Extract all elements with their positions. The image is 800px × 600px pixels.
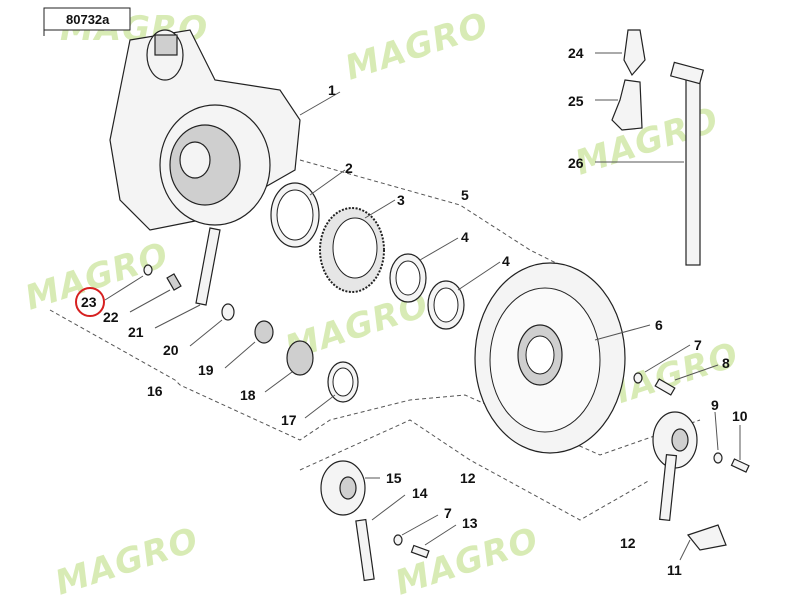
- callout-11: 11: [667, 562, 682, 578]
- callout-8: 8: [722, 355, 730, 371]
- part-ring-23: [104, 264, 153, 301]
- part-disc: [474, 262, 651, 454]
- part-lever-14: [355, 494, 406, 582]
- callout-9: 9: [711, 397, 719, 413]
- part-bushing-18: [264, 340, 314, 393]
- callout-26: 26: [568, 155, 584, 171]
- part-rod-26: [595, 61, 705, 266]
- callout-6: 6: [655, 317, 663, 333]
- callout-3: 3: [397, 192, 405, 208]
- part-seal-17: [304, 361, 359, 419]
- callout-17: 17: [281, 412, 297, 428]
- part-bolt-7-13: [393, 514, 457, 559]
- part-bearing-19: [224, 320, 274, 369]
- reference-code: 80732a: [66, 12, 110, 27]
- callout-25: 25: [568, 93, 584, 109]
- callout-4: 4: [461, 229, 469, 245]
- callout-5: 5: [461, 187, 469, 203]
- watermark: MAGRO: [50, 520, 203, 600]
- callout-7: 7: [444, 505, 452, 521]
- callout-16: 16: [147, 383, 163, 399]
- reference-code-box: 80732a: [43, 7, 131, 36]
- callout-24: 24: [568, 45, 584, 61]
- callout-10: 10: [732, 408, 748, 424]
- part-screw-22: [129, 273, 182, 313]
- callout-13: 13: [462, 515, 478, 531]
- part-ring-4a: [389, 237, 459, 303]
- part-gasket: [270, 169, 346, 248]
- part-cam-15: [320, 460, 380, 516]
- watermark: MAGRO: [20, 235, 173, 319]
- callout-19: 19: [198, 362, 214, 378]
- part-housing: [109, 29, 341, 231]
- part-link-21: [154, 227, 221, 329]
- watermark: MAGRO: [390, 520, 543, 600]
- watermark: MAGRO: [340, 5, 493, 89]
- highlight-circle: [75, 287, 105, 317]
- callout-21: 21: [128, 324, 144, 340]
- callout-12: 12: [620, 535, 636, 551]
- part-ring-4b: [427, 261, 501, 330]
- callout-2: 2: [345, 160, 353, 176]
- part-washer-20: [189, 303, 235, 347]
- callout-23: 23: [81, 294, 97, 310]
- part-bracket: [679, 524, 727, 561]
- callout-15: 15: [386, 470, 402, 486]
- callout-7: 7: [694, 337, 702, 353]
- callout-labels: 1 2 3 4 4 5 6 7 7 8 9 10 11 12 12 13 14 …: [81, 45, 748, 578]
- callout-14: 14: [412, 485, 428, 501]
- callout-20: 20: [163, 342, 179, 358]
- part-plate-25: [595, 79, 643, 131]
- callout-1: 1: [328, 82, 336, 98]
- callout-18: 18: [240, 387, 256, 403]
- part-lever-right: [652, 411, 750, 522]
- callout-22: 22: [103, 309, 119, 325]
- callout-12: 12: [460, 470, 476, 486]
- watermark: MAGRO: [570, 100, 723, 184]
- part-bolt-7-8: [633, 344, 719, 396]
- callout-4: 4: [502, 253, 510, 269]
- part-gear: [319, 199, 396, 293]
- part-clip-24: [595, 29, 646, 77]
